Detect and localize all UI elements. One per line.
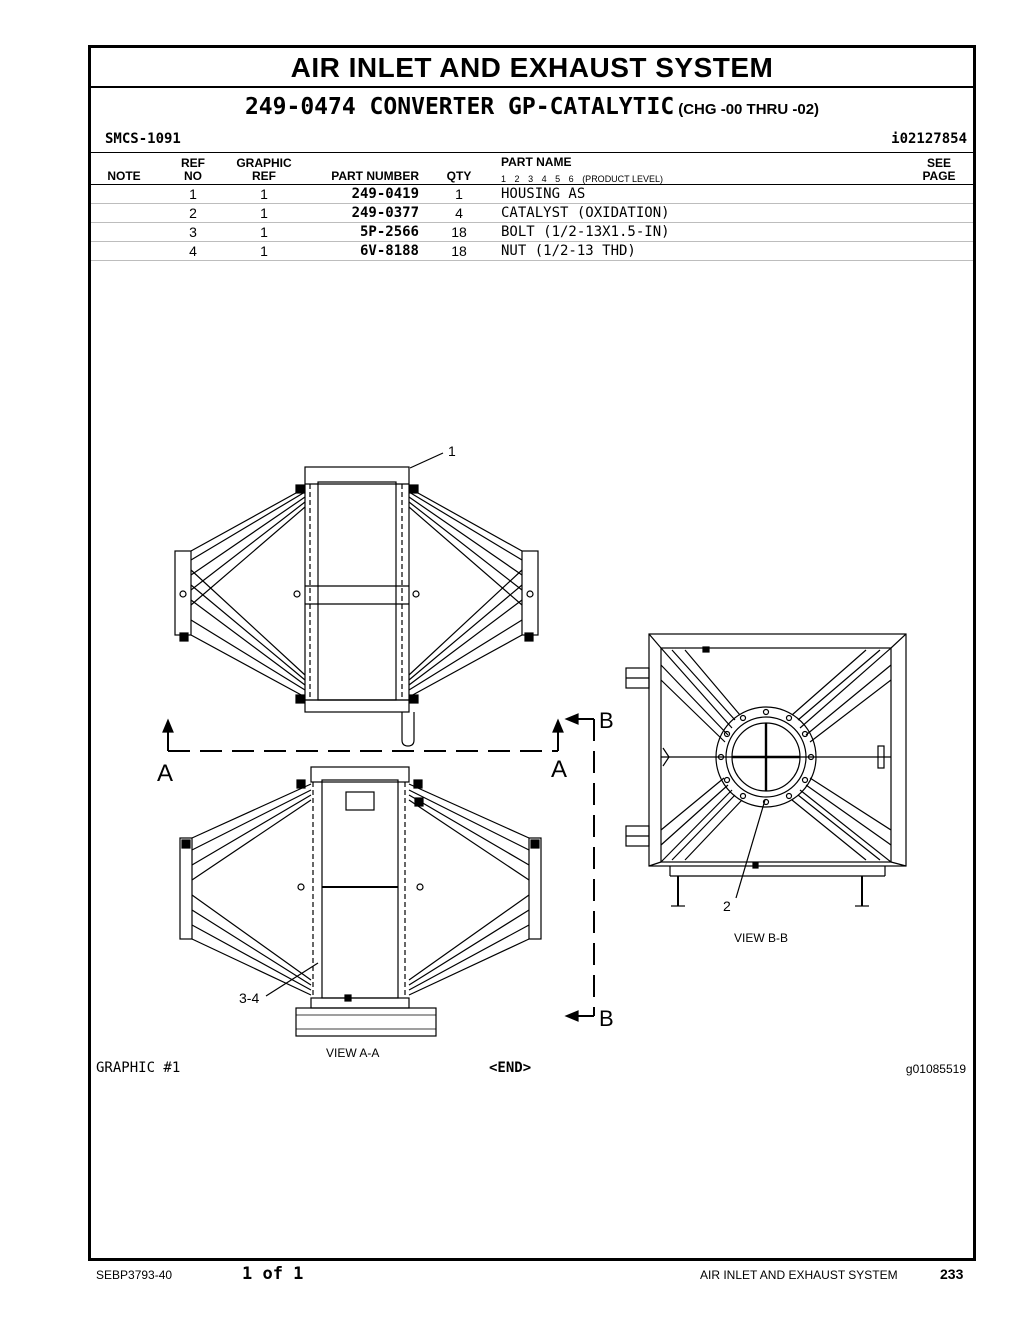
view-bb bbox=[625, 633, 907, 907]
header-ref-bottom: NO bbox=[184, 169, 202, 183]
graphic-id: g01085519 bbox=[905, 1062, 966, 1076]
section-b-bottom-label: B bbox=[599, 1006, 614, 1031]
section-b-top-label: B bbox=[599, 708, 614, 733]
section-a-left-label: A bbox=[157, 760, 173, 787]
header-qty: QTY bbox=[446, 169, 472, 183]
row-graphic: 1 bbox=[260, 186, 268, 202]
group-name: 249-0474 CONVERTER GP-CATALYTIC bbox=[244, 94, 675, 120]
view-aa bbox=[179, 766, 542, 1037]
section-a-right-label: A bbox=[551, 756, 567, 783]
footer-page-count: 1 of 1 bbox=[242, 1264, 304, 1284]
flange-bolt-circle bbox=[717, 708, 815, 806]
header-see-top: SEE bbox=[926, 156, 951, 170]
row-part-number: 6V-8188 bbox=[359, 243, 419, 259]
header-note: NOTE bbox=[107, 169, 141, 183]
callout-2: 2 bbox=[723, 898, 731, 914]
housing-inner bbox=[317, 481, 397, 701]
footer-doc-number: SEBP3793-40 bbox=[96, 1268, 173, 1282]
section-line-bb bbox=[564, 713, 595, 1022]
product-level-2: 2 bbox=[514, 174, 520, 184]
view-aa-label: VIEW A-A bbox=[326, 1046, 379, 1060]
row-graphic: 1 bbox=[260, 243, 268, 259]
table-row: 1 1 249-0419 1 HOUSING AS bbox=[91, 185, 973, 204]
section-line-aa bbox=[162, 718, 564, 752]
callout-3-4: 3-4 bbox=[239, 990, 259, 1006]
row-graphic: 1 bbox=[260, 205, 268, 221]
group-title: 249-0474 CONVERTER GP-CATALYTIC(CHG -00 … bbox=[91, 94, 973, 120]
row-ref: 1 bbox=[189, 186, 197, 202]
row-qty: 18 bbox=[451, 243, 467, 259]
page-title: AIR INLET AND EXHAUST SYSTEM bbox=[91, 48, 973, 88]
header-see-bottom: PAGE bbox=[922, 169, 956, 183]
row-part-name: BOLT (1/2-13X1.5-IN) bbox=[501, 224, 670, 240]
header-graphic-bottom: REF bbox=[252, 169, 276, 183]
footer-page-number: 233 bbox=[940, 1266, 964, 1282]
callout-1: 1 bbox=[448, 443, 456, 459]
header-part-number: PART NUMBER bbox=[331, 169, 419, 183]
row-part-name: HOUSING AS bbox=[501, 186, 586, 202]
housing-top bbox=[304, 466, 410, 701]
top-view bbox=[174, 452, 539, 747]
view-bb-label: VIEW B-B bbox=[734, 931, 788, 945]
product-level-label: (PRODUCT LEVEL) bbox=[582, 174, 664, 184]
info-ref: i02127854 bbox=[891, 131, 967, 147]
product-level: 1 2 3 4 5 6 (PRODUCT LEVEL) bbox=[501, 174, 663, 184]
row-qty: 1 bbox=[455, 186, 463, 202]
row-graphic: 1 bbox=[260, 224, 268, 240]
header-part-name: PART NAME bbox=[501, 155, 572, 169]
row-ref: 4 bbox=[189, 243, 197, 259]
table-row: 2 1 249-0377 4 CATALYST (OXIDATION) bbox=[91, 204, 973, 223]
header-ref-top: REF bbox=[181, 156, 205, 170]
row-part-number: 249-0377 bbox=[351, 205, 419, 221]
graphic-label: GRAPHIC #1 bbox=[96, 1060, 181, 1076]
row-ref: 3 bbox=[189, 224, 197, 240]
header-graphic-top: GRAPHIC bbox=[236, 156, 292, 170]
header-rule bbox=[91, 152, 973, 153]
change-range: (CHG -00 THRU -02) bbox=[678, 101, 820, 118]
row-part-number: 5P-2566 bbox=[359, 224, 419, 240]
row-qty: 4 bbox=[455, 205, 463, 221]
page-frame: AIR INLET AND EXHAUST SYSTEM 249-0474 CO… bbox=[88, 45, 976, 1261]
product-level-5: 5 bbox=[555, 174, 561, 184]
product-level-4: 4 bbox=[541, 174, 547, 184]
end-marker: <END> bbox=[489, 1060, 532, 1076]
footer-section: AIR INLET AND EXHAUST SYSTEM bbox=[700, 1268, 898, 1282]
row-ref: 2 bbox=[189, 205, 197, 221]
row-qty: 18 bbox=[451, 224, 467, 240]
row-part-name: NUT (1/2-13 THD) bbox=[501, 243, 636, 259]
smcs-code: SMCS-1091 bbox=[105, 131, 181, 147]
product-level-3: 3 bbox=[528, 174, 534, 184]
table-row: 3 1 5P-2566 18 BOLT (1/2-13X1.5-IN) bbox=[91, 223, 973, 242]
product-level-6: 6 bbox=[568, 174, 574, 184]
table-row: 4 1 6V-8188 18 NUT (1/2-13 THD) bbox=[91, 242, 973, 261]
row-part-number: 249-0419 bbox=[351, 186, 419, 202]
product-level-1: 1 bbox=[501, 174, 507, 184]
row-part-name: CATALYST (OXIDATION) bbox=[501, 205, 670, 221]
column-rule bbox=[91, 184, 973, 185]
